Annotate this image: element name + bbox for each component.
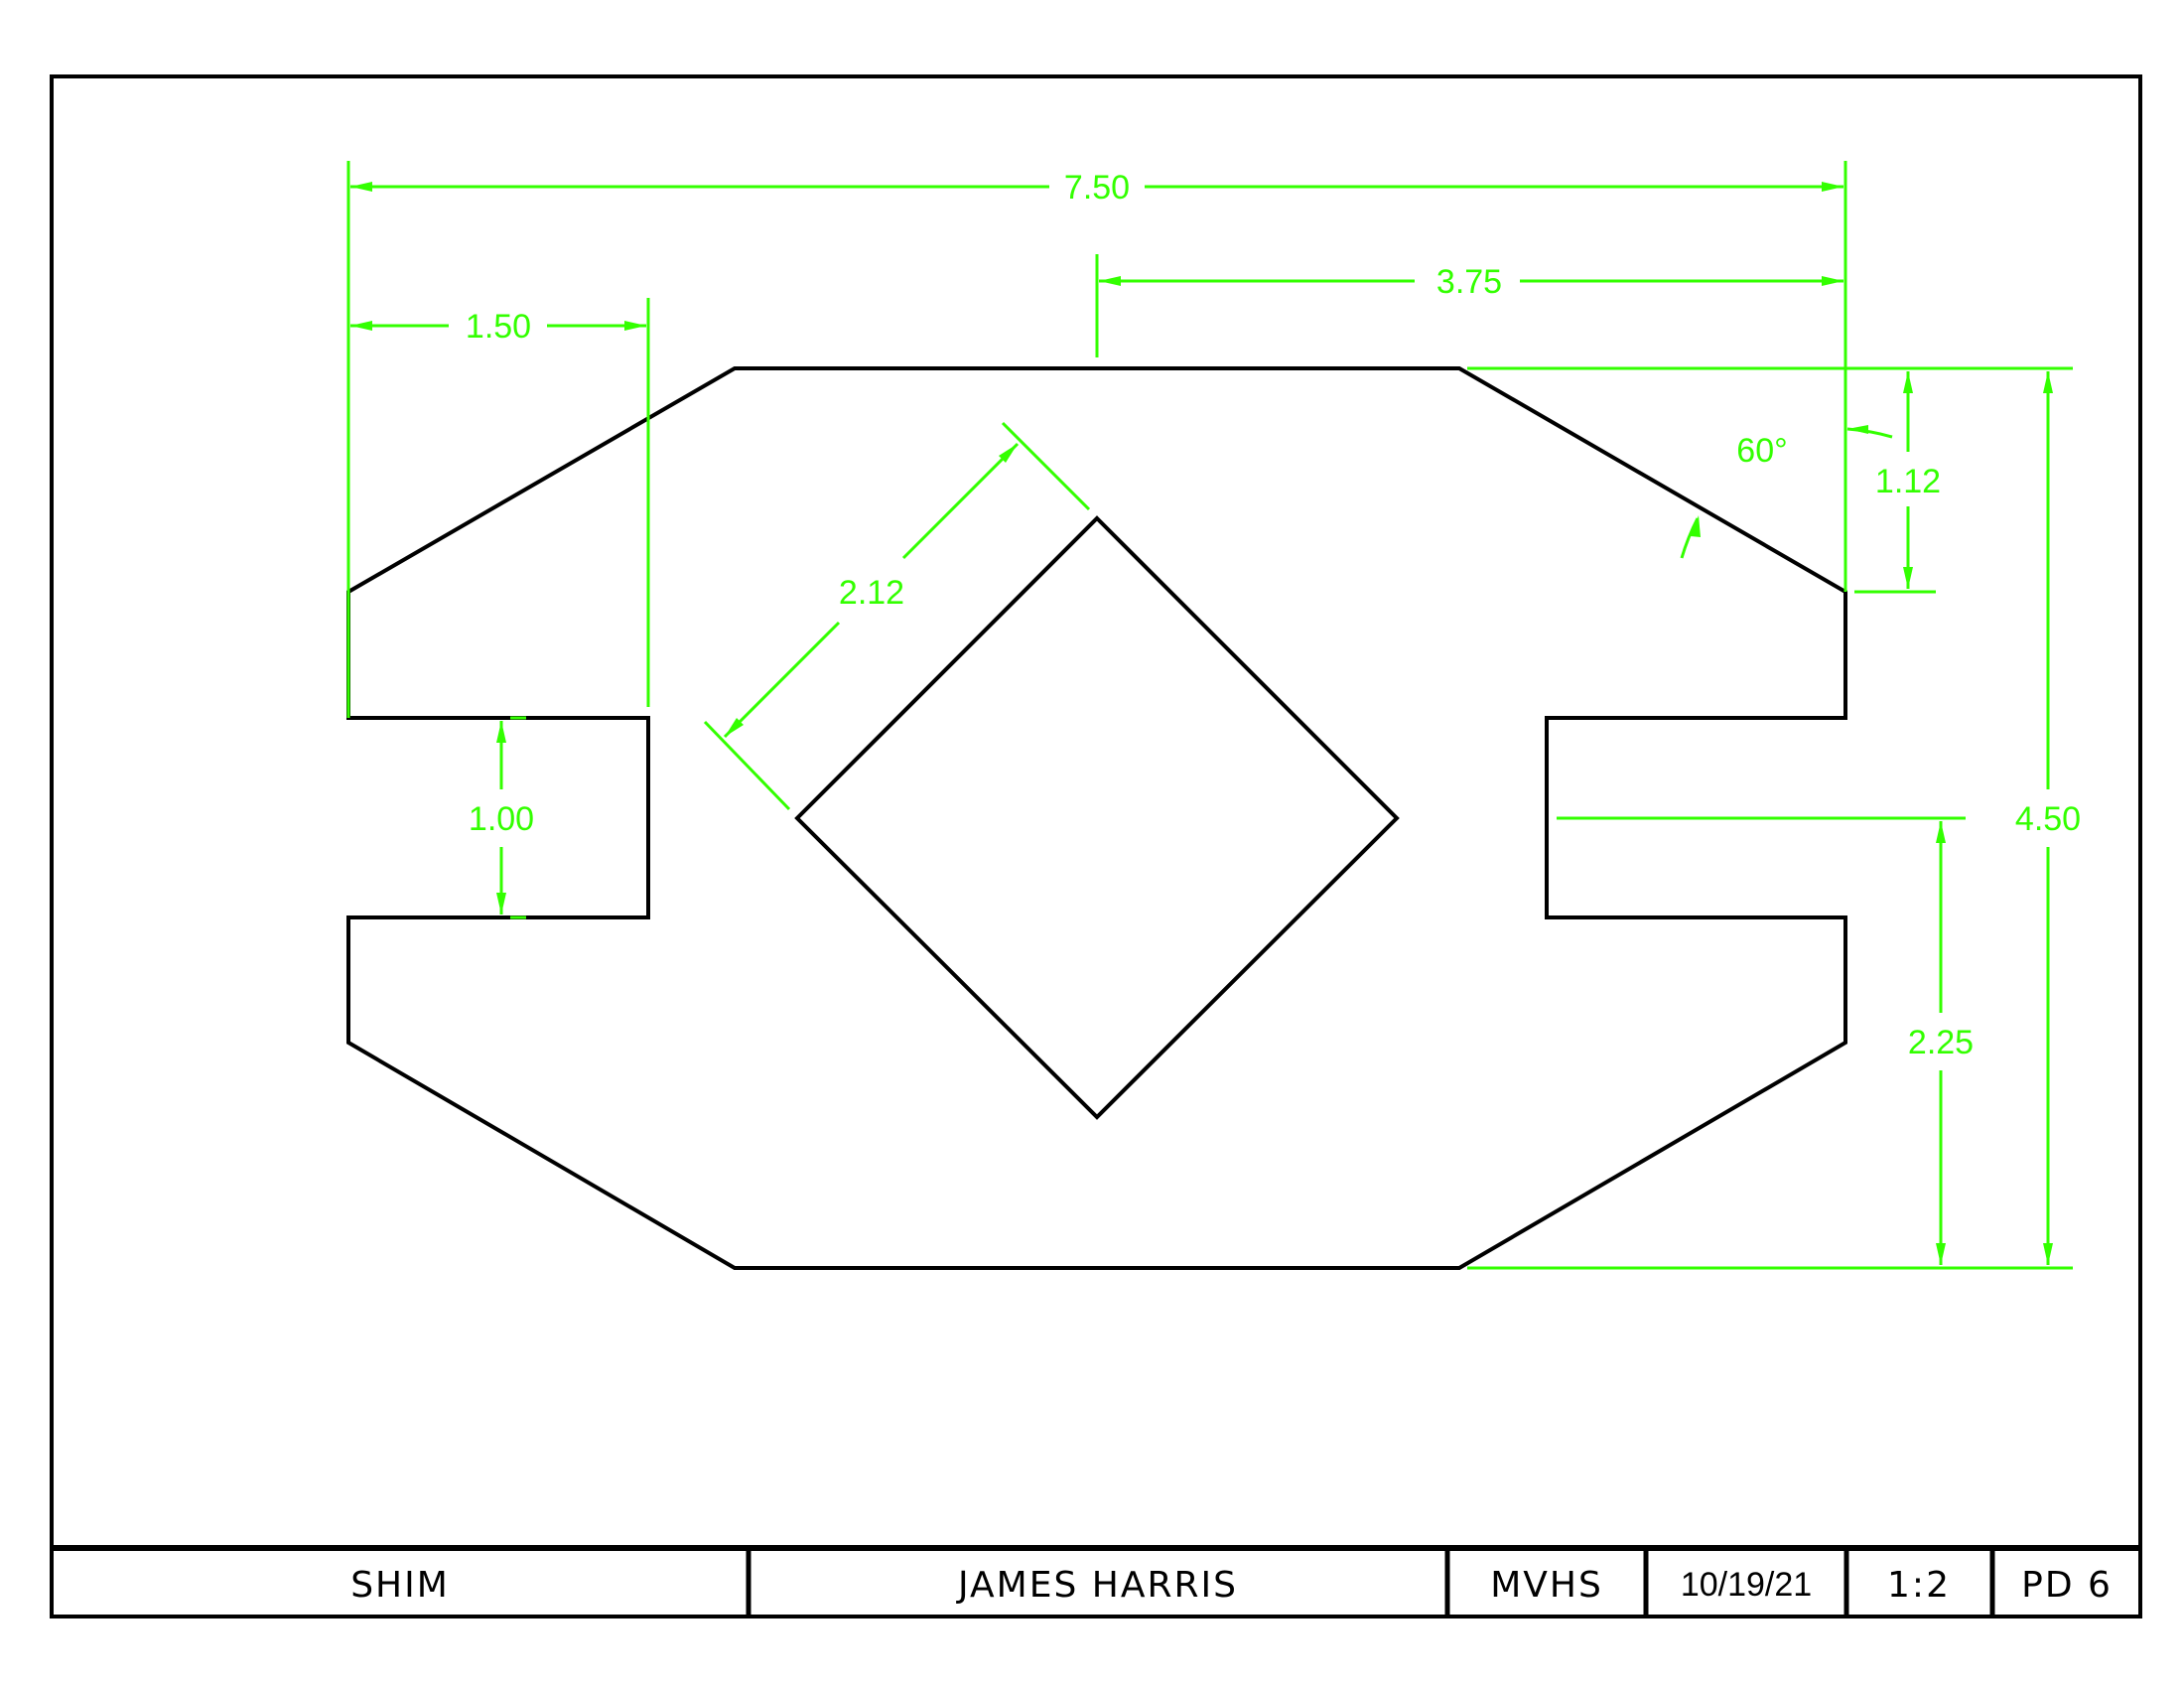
dimension-lines: 7.50 3.75 1.50 1.00 2.12 xyxy=(346,161,2081,1270)
dim-chamfer-height: 1.12 xyxy=(1875,463,1941,500)
title-scale: 1:2 xyxy=(1887,1565,1951,1606)
shim-outline xyxy=(346,366,1847,1270)
title-drafter: JAMES HARRIS xyxy=(956,1565,1238,1606)
dim-tab-width: 1.50 xyxy=(466,308,531,346)
title-school: MVHS xyxy=(1490,1565,1603,1606)
dim-diamond-side: 2.12 xyxy=(839,574,904,612)
dim-half-height: 2.25 xyxy=(1908,1024,1974,1061)
dim-chamfer-angle: 60° xyxy=(1736,432,1787,470)
dim-overall-height: 4.50 xyxy=(2015,800,2081,838)
title-part-name: SHIM xyxy=(350,1565,450,1606)
title-block: SHIM JAMES HARRIS MVHS 10/19/21 1:2 PD 6 xyxy=(52,1545,2140,1618)
title-period: PD 6 xyxy=(2021,1565,2113,1606)
dim-slot-height: 1.00 xyxy=(469,800,534,838)
dim-overall-width: 7.50 xyxy=(1064,169,1130,207)
title-date: 10/19/21 xyxy=(1681,1566,1812,1604)
diamond-cutout xyxy=(794,515,1400,1120)
dim-half-width: 3.75 xyxy=(1436,263,1502,301)
